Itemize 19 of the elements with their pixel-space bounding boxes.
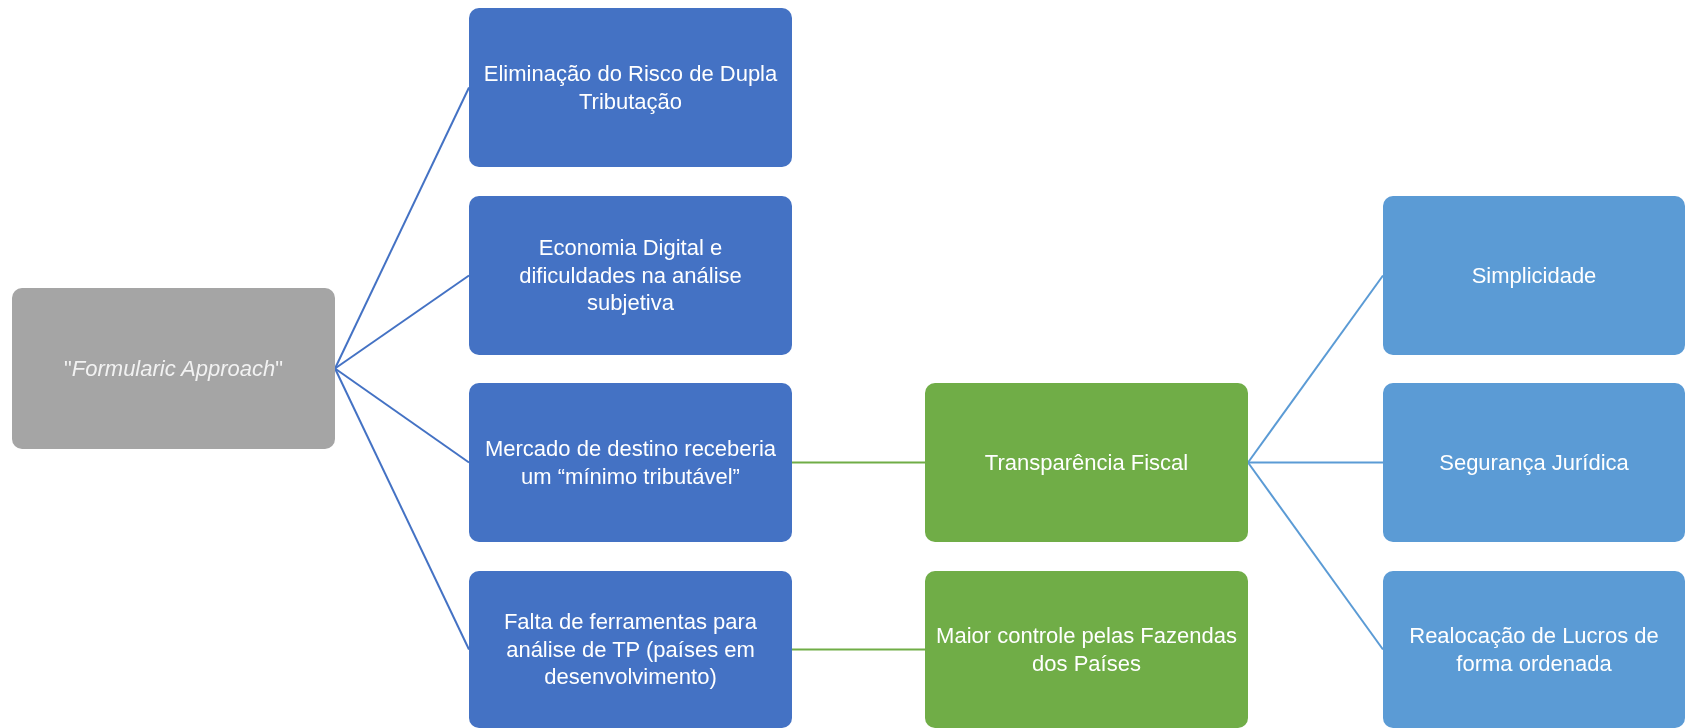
connector-line	[1247, 274, 1384, 464]
main-topic-box: "Formularic Approach"	[12, 288, 335, 449]
result-box: Maior controle pelas Fazendas dos Países	[925, 571, 1248, 728]
connector-line	[1247, 461, 1384, 651]
connector-line	[791, 461, 926, 464]
benefit-box: Segurança Jurídica	[1383, 383, 1685, 542]
topic-box: Eliminação do Risco de Dupla Tributação	[469, 8, 792, 167]
connector-line	[791, 648, 926, 651]
connector-line	[334, 274, 470, 370]
connector-line	[334, 86, 470, 370]
benefit-box: Realocação de Lucros de forma ordenada	[1383, 571, 1685, 728]
topic-box: Mercado de destino receberia um “mínimo tributável”	[469, 383, 792, 542]
topic-box: Falta de ferramentas para análise de TP (países em desenvolvimento)	[469, 571, 792, 728]
result-box: Transparência Fiscal	[925, 383, 1248, 542]
connector-line	[1247, 461, 1384, 464]
topic-box: Economia Digital e dificuldades na análise subjetiva	[469, 196, 792, 355]
connector-line	[334, 367, 470, 651]
connector-line	[334, 367, 470, 464]
benefit-box: Simplicidade	[1383, 196, 1685, 355]
